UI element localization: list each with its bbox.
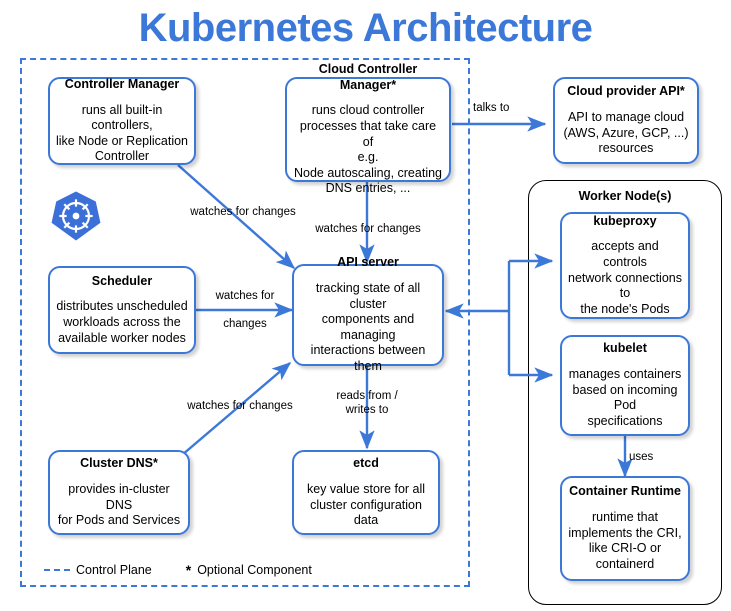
node-controller-manager[interactable]: Controller Manager runs all built-in con…	[48, 77, 196, 165]
node-cloud-controller-manager[interactable]: Cloud Controller Manager* runs cloud con…	[285, 62, 451, 195]
node-title: Scheduler	[91, 273, 153, 288]
dashed-line-icon	[44, 569, 70, 571]
node-description: runs cloud controller processes that tak…	[293, 103, 442, 196]
node-scheduler[interactable]: Scheduler distributes unscheduled worklo…	[48, 266, 196, 354]
node-kubelet[interactable]: kubelet manages containers based on inco…	[560, 335, 690, 436]
node-description: runtime that implements the CRI, like CR…	[568, 510, 682, 571]
edge-label-dns-watches: watches for changes	[187, 400, 293, 412]
node-container-runtime[interactable]: Container Runtime runtime that implement…	[560, 476, 690, 581]
edge-label-scheduler-watches: watches for changes	[215, 290, 275, 331]
node-cluster-dns[interactable]: Cluster DNS* provides in-cluster DNS for…	[48, 450, 190, 535]
node-title: etcd	[353, 456, 379, 471]
node-title: Cluster DNS*	[80, 456, 158, 471]
page-title: Kubernetes Architecture	[138, 6, 593, 50]
legend-label-control-plane: Control Plane	[76, 563, 152, 577]
legend-label-optional-component: Optional Component	[197, 563, 312, 577]
node-title: Cloud Controller Manager*	[318, 62, 418, 92]
node-etcd[interactable]: etcd key value store for all cluster con…	[292, 450, 440, 535]
node-description: tracking state of all cluster components…	[310, 280, 426, 374]
node-kubeproxy[interactable]: kubeproxy accepts and controls network c…	[560, 212, 690, 319]
node-description: accepts and controls network connections…	[568, 239, 682, 316]
worker-node-label: Worker Node(s)	[578, 189, 672, 203]
node-title: Container Runtime	[569, 484, 681, 499]
asterisk-icon: *	[185, 562, 192, 578]
edge-label-etcd-reads-writes: reads from / writes to	[336, 390, 398, 417]
legend-item-optional-component: * Optional Component	[186, 562, 312, 578]
node-title: API server	[337, 255, 399, 270]
node-description: manages containers based on incoming Pod…	[568, 367, 682, 428]
edge-label-ccm-watches: watches for changes	[315, 223, 421, 235]
node-description: key value store for all cluster configur…	[306, 481, 426, 528]
edge-label-kubelet-uses: uses	[629, 451, 654, 463]
edge-label-cm-watches: watches for changes	[190, 206, 296, 218]
kubernetes-logo-icon	[51, 191, 101, 241]
node-title: kubeproxy	[593, 213, 657, 228]
legend: Control Plane * Optional Component	[44, 562, 312, 578]
control-plane-region	[20, 58, 470, 587]
node-description: API to manage cloud (AWS, Azure, GCP, ..…	[563, 109, 689, 156]
node-description: runs all built-in controllers, like Node…	[56, 102, 189, 164]
node-cloud-provider-api[interactable]: Cloud provider API* API to manage cloud …	[553, 77, 699, 164]
node-description: provides in-cluster DNS for Pods and Ser…	[57, 481, 181, 528]
node-title: Cloud provider API*	[567, 84, 685, 99]
legend-item-control-plane: Control Plane	[44, 563, 152, 577]
node-title: Controller Manager	[64, 76, 180, 91]
node-api-server[interactable]: API server tracking state of all cluster…	[292, 255, 444, 373]
edge-label-talks-to: talks to	[473, 102, 510, 114]
node-title: kubelet	[603, 341, 647, 356]
node-description: distributes unscheduled workloads across…	[56, 299, 188, 345]
